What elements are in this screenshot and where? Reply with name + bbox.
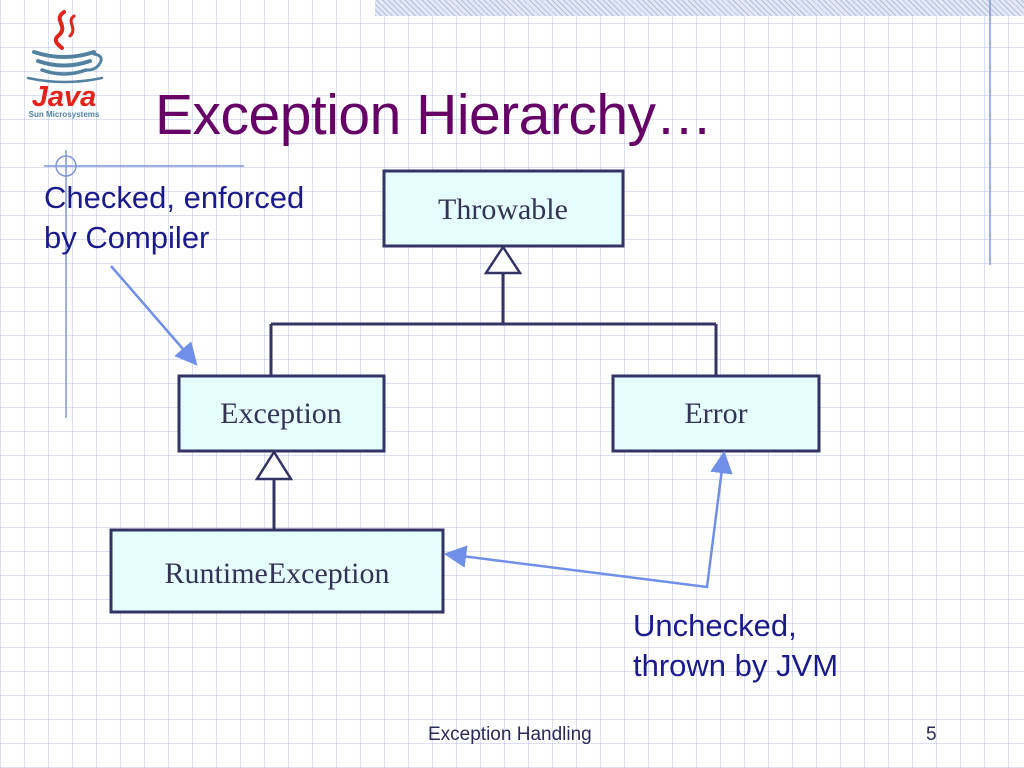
logo-wordmark: Java <box>32 81 97 113</box>
node-error-label: Error <box>684 397 747 430</box>
checked-note: Checked, enforced by Compiler <box>44 178 304 258</box>
unchecked-annotation-arrow <box>443 450 733 589</box>
footer-title: Exception Handling <box>428 724 592 745</box>
unchecked-note: Unchecked, thrown by JVM <box>633 606 838 686</box>
slide-title: Exception Hierarchy… <box>155 83 713 147</box>
checked-note-line1: Checked, enforced <box>44 180 305 215</box>
node-exception-label: Exception <box>220 397 342 430</box>
java-logo: Java Sun Microsystems <box>26 10 104 119</box>
slide-decoration <box>44 0 991 418</box>
inheritance-arrowhead-throwable <box>483 244 523 275</box>
node-throwable: Throwable <box>382 169 625 248</box>
node-exception: Exception <box>177 374 386 453</box>
page-number: 5 <box>926 724 937 745</box>
top-decorative-band <box>375 0 1024 16</box>
checked-annotation-arrow <box>110 265 198 366</box>
checked-note-line2: by Compiler <box>44 220 210 255</box>
logo-subtext: Sun Microsystems <box>29 110 100 119</box>
node-throwable-label: Throwable <box>438 193 568 226</box>
node-runtime-exception: RuntimeException <box>109 528 445 614</box>
node-error: Error <box>611 374 821 453</box>
java-cup-icon <box>26 10 104 84</box>
unchecked-note-line1: Unchecked, <box>633 608 797 643</box>
node-runtime-exception-label: RuntimeException <box>165 557 390 590</box>
inheritance-arrowhead-exception <box>254 449 294 481</box>
unchecked-note-line2: thrown by JVM <box>633 648 839 683</box>
hierarchy-connectors <box>269 273 718 530</box>
